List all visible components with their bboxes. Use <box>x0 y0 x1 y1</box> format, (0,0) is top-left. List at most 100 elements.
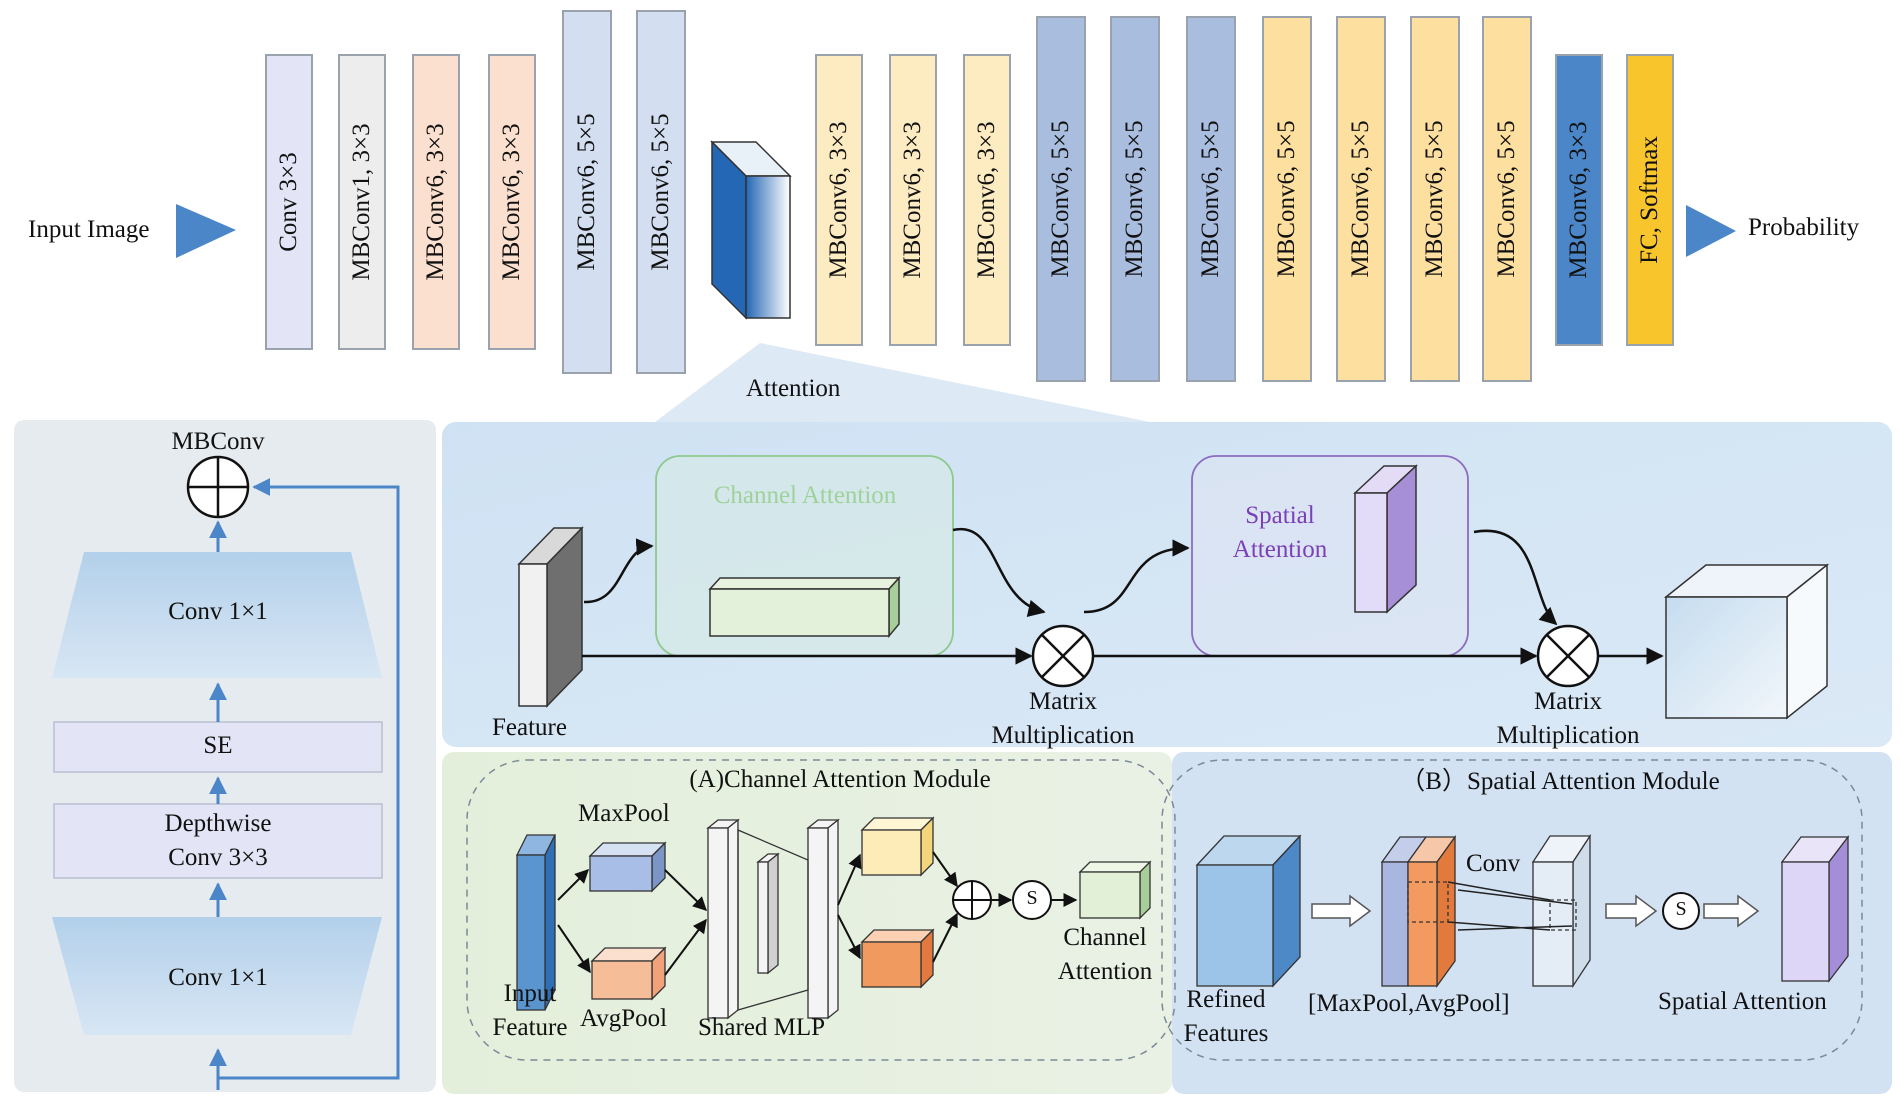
refined-features-cube-icon <box>1195 834 1302 988</box>
depthwise-label-line2: Conv 3×3 <box>168 844 268 871</box>
input-feature-label-line2: Feature <box>492 1014 568 1041</box>
matmul-icon-2 <box>1536 624 1600 688</box>
spatial-sigmoid-label: S <box>1675 898 1687 920</box>
spatial-module-border <box>1161 759 1863 1061</box>
backbone-block: MBConv6, 3×3 <box>963 54 1011 346</box>
input-feature-slab-icon <box>515 834 557 1011</box>
conv-output-slab-icon <box>1531 833 1592 989</box>
backbone-block: MBConv6, 5×5 <box>1410 16 1460 382</box>
spatial-attention-title-line1: Spatial <box>1245 502 1315 529</box>
spatial-hollow-arrows <box>1311 894 1760 928</box>
backbone-block-label: MBConv6, 5×5 <box>1273 120 1300 278</box>
channel-attention-output-icon <box>1078 860 1152 920</box>
backbone-block: MBConv6, 3×3 <box>815 54 863 346</box>
backbone-block-label: MBConv1, 3×3 <box>348 123 375 281</box>
spatial-attention-title-line2: Attention <box>1232 536 1328 563</box>
backbone-block-label: MBConv6, 5×5 <box>1493 120 1520 278</box>
attention-block-icon <box>710 140 792 320</box>
attention-flow-arrows <box>582 527 1664 665</box>
matmul1-label-line2: Multiplication <box>991 722 1135 749</box>
probability-label: Probability <box>1748 214 1860 241</box>
mlp-out-max-icon <box>860 816 935 877</box>
backbone-block: MBConv6, 3×3 <box>1555 54 1603 346</box>
backbone-block: Conv 3×3 <box>265 54 313 350</box>
backbone-block: MBConv6, 3×3 <box>412 54 460 350</box>
refined-feature-cube-icon <box>1663 563 1830 720</box>
conv1x1-top-label: Conv 1×1 <box>168 598 268 625</box>
attention-label: Attention <box>746 375 841 402</box>
channel-add-icon <box>952 880 992 920</box>
attention-zoom-wedge <box>655 343 1150 422</box>
backbone-block: MBConv6, 3×3 <box>488 54 536 350</box>
matmul2-label-line1: Matrix <box>1533 688 1603 715</box>
spatial-sigmoid-icon <box>1662 892 1700 930</box>
mlp-out-avg-icon <box>860 928 935 989</box>
backbone-block-label: FC, Softmax <box>1636 136 1663 264</box>
channel-attention-output-line1: Channel <box>1063 924 1147 951</box>
channel-attention-title: Channel Attention <box>713 482 897 509</box>
conv-label: Conv <box>1466 850 1521 877</box>
input-image-label: Input Image <box>28 216 150 243</box>
backbone-block-label: MBConv6, 3×3 <box>1565 121 1592 279</box>
backbone-block-label: MBConv6, 5×5 <box>1121 120 1148 278</box>
pooled-maps-icon <box>1380 834 1457 989</box>
backbone-block: MBConv6, 5×5 <box>636 10 686 374</box>
backbone-block: MBConv6, 5×5 <box>1110 16 1160 382</box>
backbone-block: MBConv6, 5×5 <box>1186 16 1236 382</box>
backbone-block: MBConv6, 5×5 <box>562 10 612 374</box>
backbone-block-label: MBConv6, 5×5 <box>1347 120 1374 278</box>
backbone-block-label: MBConv6, 5×5 <box>573 113 600 271</box>
backbone-block-label: MBConv6, 5×5 <box>1047 120 1074 278</box>
output-arrow-icon <box>1686 205 1736 257</box>
backbone-block: FC, Softmax <box>1626 54 1674 346</box>
feature-label: Feature <box>492 714 567 741</box>
input-feature-label-line1: Input <box>503 980 557 1007</box>
matmul1-label-line1: Matrix <box>1028 688 1098 715</box>
feature-slab-icon <box>517 526 584 708</box>
se-label: SE <box>203 732 233 759</box>
channel-module-panel <box>442 752 1172 1094</box>
backbone-block: MBConv6, 3×3 <box>889 54 937 346</box>
backbone-block: MBConv6, 5×5 <box>1482 16 1532 382</box>
backbone-block: MBConv6, 5×5 <box>1036 16 1086 382</box>
channel-module-arrows <box>557 851 1078 976</box>
channel-sigmoid-label: S <box>1026 887 1038 909</box>
backbone-block-label: MBConv6, 3×3 <box>973 121 1000 279</box>
backbone-block-label: MBConv6, 3×3 <box>422 123 449 281</box>
spatial-attention-output-label: Spatial Attention <box>1658 988 1827 1015</box>
refined-features-label-line1: Refined <box>1186 986 1266 1013</box>
mbconv-title: MBConv <box>171 428 265 455</box>
attention-flow-panel <box>442 422 1892 747</box>
avgpool-label: AvgPool <box>580 1005 668 1032</box>
channel-attention-output-line2: Attention <box>1057 958 1153 985</box>
maxpool-cube-icon <box>588 841 667 893</box>
mbconv-arrows <box>209 478 400 1090</box>
backbone-block-label: MBConv6, 3×3 <box>899 121 926 279</box>
spatial-module-title: （B）Spatial Attention Module <box>1400 768 1720 795</box>
channel-module-border <box>466 759 1176 1061</box>
conv1x1-bottom-label: Conv 1×1 <box>168 964 268 991</box>
backbone-block-label: MBConv6, 3×3 <box>498 123 525 281</box>
channel-vector-icon <box>708 576 901 639</box>
matmul-icon-1 <box>1031 624 1095 688</box>
backbone-block: MBConv6, 5×5 <box>1262 16 1312 382</box>
backbone-block-label: MBConv6, 3×3 <box>825 121 852 279</box>
backbone-block: MBConv6, 5×5 <box>1336 16 1386 382</box>
depthwise-label-line1: Depthwise <box>164 810 272 837</box>
add-icon <box>186 455 250 519</box>
conv1x1-bottom-shape <box>52 917 382 1035</box>
refined-features-label-line2: Features <box>1183 1020 1269 1047</box>
channel-module-title: (A)Channel Attention Module <box>689 766 991 793</box>
se-box <box>53 721 383 773</box>
avgpool-cube-icon <box>590 946 667 1001</box>
shared-mlp-icon <box>706 818 840 1020</box>
spatial-attention-output-icon <box>1780 835 1850 983</box>
backbone-block-label: MBConv6, 5×5 <box>1421 120 1448 278</box>
backbone-block-label: MBConv6, 5×5 <box>1197 120 1224 278</box>
shared-mlp-label: Shared MLP <box>698 1014 826 1041</box>
conv1x1-top-shape <box>52 552 382 678</box>
spatial-module-panel <box>1172 752 1892 1094</box>
backbone-block: MBConv1, 3×3 <box>338 54 386 350</box>
